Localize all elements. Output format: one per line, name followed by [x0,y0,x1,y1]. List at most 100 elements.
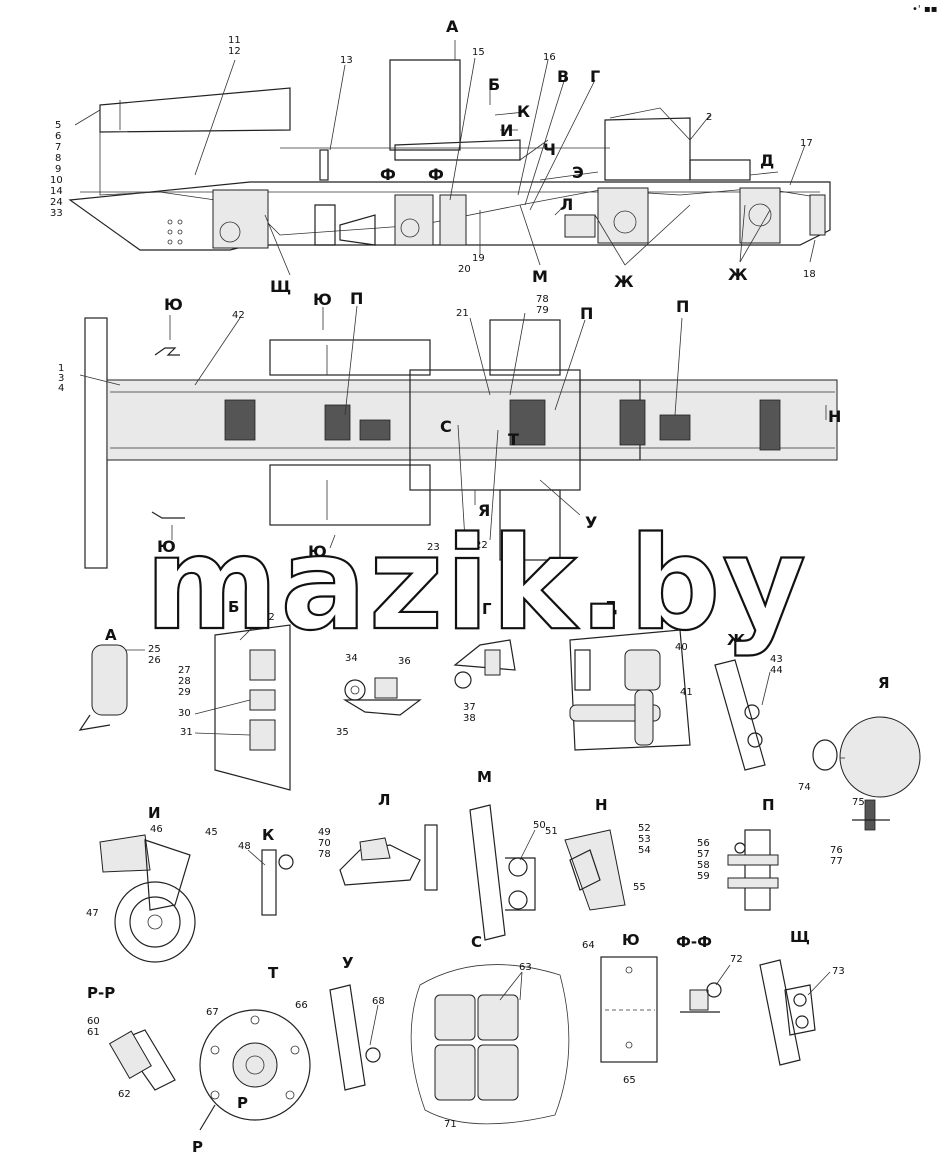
plan-label-s: С [440,417,452,436]
callout-15: 15 [472,47,485,58]
view-label-f1: Ф [380,165,396,184]
callout-41: 41 [680,687,693,698]
callout-12: 12 [228,46,241,57]
callout-36: 36 [398,656,411,667]
view-label-e: Э [572,163,584,182]
detail-n: Н 51 52 53 54 55 [545,796,651,911]
callout-25: 25 [148,644,161,655]
callout-74: 74 [798,782,811,793]
detail-ff-title: Ф-Ф [676,933,712,951]
detail-ff: Ф-Ф 72 [676,933,743,1013]
detail-b-fusebox [214,624,291,791]
plan-label-t: Т [508,430,519,449]
detail-rr: Р-Р 60 61 62 [87,984,176,1100]
callout-60: 60 [87,1016,100,1027]
detail-s-title: С [471,933,482,951]
plan-label-p1: П [350,289,363,308]
view-label-zh2: Ж [728,265,748,284]
view-label-ch: Ч [543,140,556,159]
callout-17: 17 [800,138,813,149]
callout-38: 38 [463,713,476,724]
callout-9: 9 [55,164,61,175]
callout-58: 58 [697,860,710,871]
callout-33: 33 [50,208,63,219]
detail-d-title: Д [604,598,617,616]
callout-42: 42 [232,310,245,321]
callout-7: 7 [55,142,61,153]
callout-78-l: 78 [318,849,331,860]
detail-yu-plate [600,956,658,1063]
view-label-b: Б [488,75,500,94]
callout-5: 5 [55,120,61,131]
detail-v: В 34 36 35 [336,611,422,738]
callout-77: 77 [830,856,843,867]
view-label-shch: Щ [270,277,291,296]
callout-40: 40 [675,642,688,653]
detail-g: Г 37 38 [453,600,516,724]
detail-m: М 50 [469,768,546,941]
cab-outline [99,87,291,133]
detail-a: А 25 26 [78,626,161,731]
callout-68: 68 [372,996,385,1007]
plan-label-p3: П [676,297,689,316]
detail-u-title: У [342,954,354,972]
view-label-g: Г [590,67,600,86]
plan-label-yu1: Ю [164,295,183,314]
callout-14: 14 [50,186,63,197]
callout-11: 11 [228,35,241,46]
detail-p: П 56 57 58 59 [697,796,779,911]
detail-n-title: Н [595,796,608,814]
detail-b: Б 32 27 28 29 30 31 [178,598,291,791]
detail-p-title: П [762,796,775,814]
detail-a-title: А [105,626,117,644]
callout-19: 19 [472,253,485,264]
view-label-v: В [557,67,569,86]
callout-34: 34 [345,653,358,664]
callout-20: 20 [458,264,471,275]
detail-rr-title: Р-Р [87,984,115,1002]
callout-78: 78 [536,294,549,305]
detail-shch-title: Щ [790,928,810,946]
plan-label-ya: Я [478,501,490,520]
callout-76: 76 [830,845,843,856]
detail-t: Т 67 66 Р Р [192,964,311,1156]
section-arrow-r1: Р [192,1138,203,1156]
plan-label-yu4: Ю [308,542,327,561]
detail-zh: Ж 43 44 [714,631,783,771]
view-label-a: А [446,17,459,36]
detail-i: И 46 45 47 [86,804,218,963]
callout-57: 57 [697,849,710,860]
callout-21: 21 [456,308,469,319]
callout-31: 31 [180,727,193,738]
callout-54: 54 [638,845,651,856]
watermark: mazik.by [145,510,808,659]
plan-label-u: У [585,513,597,532]
callout-53: 53 [638,834,651,845]
corner-mark: •' ▪▪ [912,4,937,15]
callout-18: 18 [803,269,816,280]
callout-44: 44 [770,665,783,676]
callout-8: 8 [55,153,61,164]
callout-67: 67 [206,1007,219,1018]
callout-59: 59 [697,871,710,882]
callout-62: 62 [118,1089,131,1100]
callout-26: 26 [148,655,161,666]
view-label-i: И [500,121,513,140]
callout-4: 4 [58,383,64,394]
detail-m-title: М [477,768,492,786]
detail-s: С 63 71 [410,933,570,1130]
callout-47: 47 [86,908,99,919]
plan-label-p2: П [580,304,593,323]
callout-49: 49 [318,827,331,838]
callout-23: 23 [427,542,440,553]
detail-i-title: И [148,804,161,822]
detail-shch: Щ 73 [759,928,845,1066]
callout-6: 6 [55,131,61,142]
callout-70: 70 [318,838,331,849]
view-label-f2: Ф [428,165,444,184]
detail-d: Д 39 40 41 [569,598,693,751]
detail-a-lamp [91,644,128,716]
callout-55: 55 [633,882,646,893]
front-bumper [84,317,108,569]
callout-24: 24 [50,197,63,208]
